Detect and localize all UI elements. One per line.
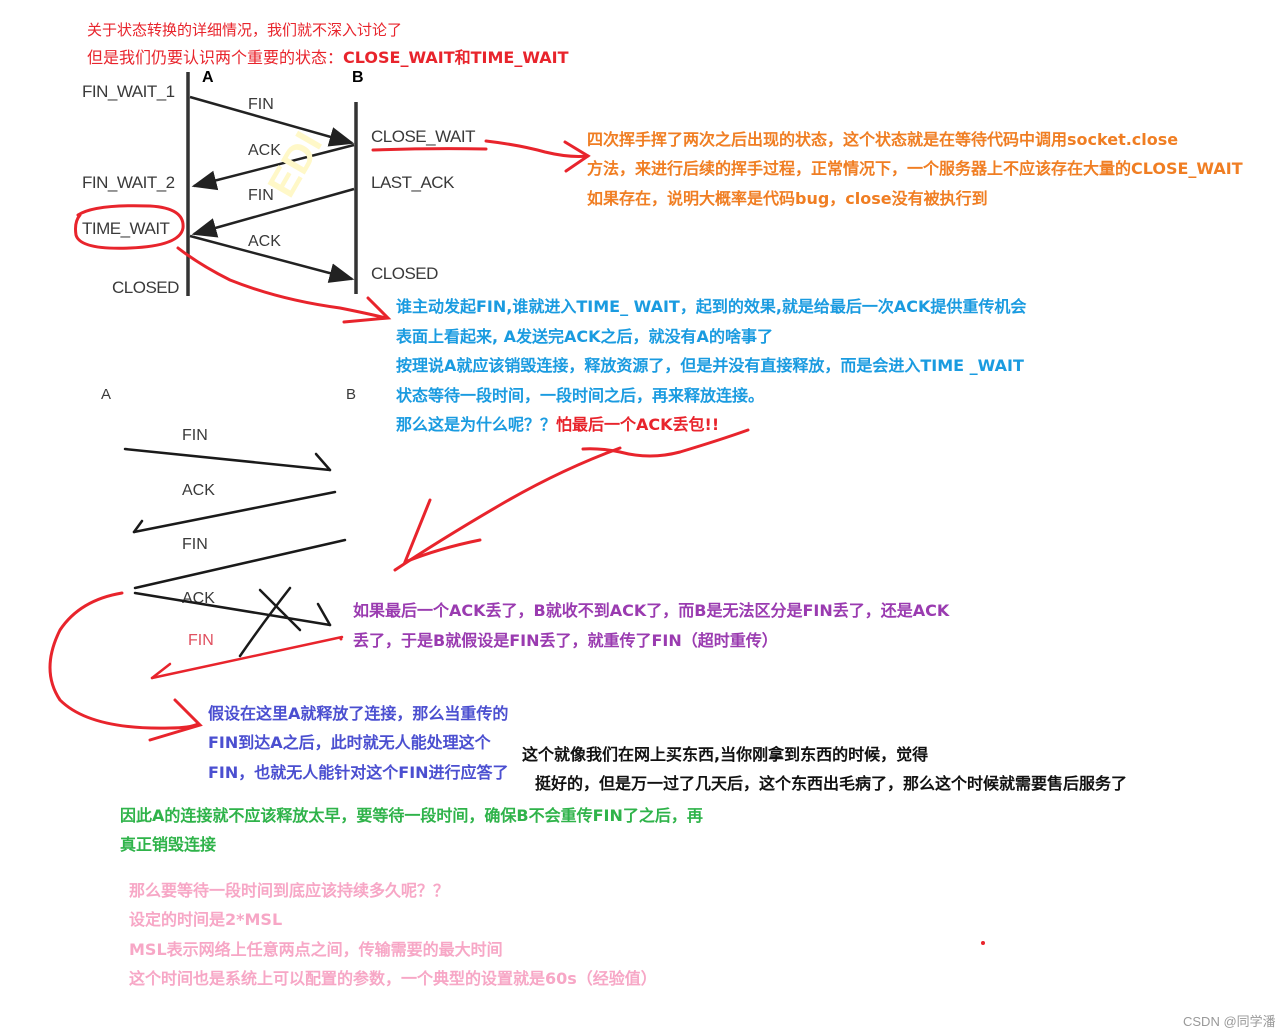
state-close-wait: CLOSE_WAIT xyxy=(371,127,475,146)
release-arrow-line xyxy=(48,591,200,730)
intro-line-1: 关于状态转换的详细情况，我们就不深入讨论了 xyxy=(87,21,403,39)
duration-note-line-1: 那么要等待一段时间到底应该持续多久呢？？ xyxy=(129,881,450,900)
arrow-fin-1 xyxy=(189,95,355,147)
intro-line-2-bold: CLOSE_WAIT和TIME_WAIT xyxy=(343,48,569,67)
msg-ack-2: ACK xyxy=(248,233,281,250)
diagram2-lines xyxy=(123,447,347,658)
close-wait-note-line-2: 方法，来进行后续的挥手过程，正常情况下，一个服务器上不应该存在大量的CLOSE_… xyxy=(587,159,1243,178)
time-wait-note-line-4: 状态等待一段时间，一段时间之后，再来释放连接。 xyxy=(396,386,765,405)
state-time-wait: TIME_WAIT xyxy=(82,219,170,238)
d2-arrow-fin-retransmit xyxy=(150,635,344,680)
state-fin-wait-2: FIN_WAIT_2 xyxy=(82,173,175,192)
release-note-line-1: 假设在这里A就释放了连接，那么当重传的 xyxy=(208,704,509,723)
d2-arrowhead-fin-retransmit xyxy=(150,662,172,680)
duration-note-line-2: 设定的时间是2*MSL xyxy=(129,910,283,929)
state-fin-wait-1: FIN_WAIT_1 xyxy=(82,82,175,101)
arrow-ack-1 xyxy=(191,143,355,191)
d2-arrow-ack-1 xyxy=(132,490,337,534)
d2-arrowhead-ack-2 xyxy=(316,602,332,627)
time-wait-note-line-2: 表面上看起来, A发送完ACK之后，就没有A的啥事了 xyxy=(396,327,773,346)
state-b-closed: CLOSED xyxy=(371,264,438,283)
answer-arrow-line xyxy=(393,446,622,572)
faint-watermark: EDI xyxy=(260,125,331,205)
close-wait-note-line-1: 四次挥手挥了两次之后出现的状态，这个状态就是在等待代码中调用socket.clo… xyxy=(587,130,1179,149)
d2-arrow-fin-1 xyxy=(123,447,332,472)
red-dot-small xyxy=(339,637,343,641)
analogy-note-line-2: 挺好的，但是万一过了几天后，这个东西出毛病了，那么这个时候就需要售后服务了 xyxy=(535,774,1128,793)
close-wait-underline xyxy=(371,147,488,152)
state-last-ack: LAST_ACK xyxy=(371,173,454,192)
conclusion-note-line-2: 真正销毁连接 xyxy=(120,835,217,854)
duration-note-line-3: MSL表示网络上任意两点之间，传输需要的最大时间 xyxy=(129,940,503,959)
diagram2-msg-fin-1: FIN xyxy=(182,427,208,444)
red-annotations xyxy=(48,139,750,742)
diagram2-retransmit xyxy=(150,635,344,680)
diagram1-host-b: B xyxy=(352,69,364,86)
diagram1-host-a: A xyxy=(202,69,214,86)
analogy-note-line-1: 这个就像我们在网上买东西,当你刚拿到东西的时候，觉得 xyxy=(522,745,929,764)
arrow-ack-2 xyxy=(189,234,355,283)
d2-arrowhead-ack-1 xyxy=(132,519,144,534)
diagram2-msg-fin-2: FIN xyxy=(182,536,208,553)
conclusion-note-line-1: 因此A的连接就不应该释放太早，要等待一段时间，确保B不会重传FIN了之后，再 xyxy=(120,806,703,825)
d2-arrowhead-fin-1 xyxy=(314,452,332,472)
time-wait-question: 那么这是为什么呢？？ xyxy=(396,415,557,434)
intro-line-2: 但是我们仍要认识两个重要的状态：CLOSE_WAIT和TIME_WAIT xyxy=(87,48,569,68)
msg-ack-1: ACK xyxy=(248,142,281,159)
release-arrowhead xyxy=(148,698,203,742)
answer-underline xyxy=(581,428,750,458)
lost-x-stroke-1 xyxy=(258,588,302,632)
time-wait-note-line-3: 按理说A就应该销毁连接，释放资源了，但是并没有直接释放，而是会进入TIME _W… xyxy=(396,356,1024,375)
close-wait-note-line-3: 如果存在，说明大概率是代码bug，close没有被执行到 xyxy=(587,189,988,208)
d2-arrow-fin-2 xyxy=(133,538,347,590)
msg-fin-1: FIN xyxy=(248,96,274,113)
arrow-fin-2 xyxy=(191,187,355,238)
diagram1-lines xyxy=(186,72,358,296)
diagram2-host-b: B xyxy=(346,386,357,403)
d2-arrow-ack-2 xyxy=(133,591,332,627)
time-wait-arrowhead xyxy=(342,296,392,324)
time-wait-note-line-1: 谁主动发起FIN,谁就进入TIME_ WAIT，起到的效果,就是给最后一次ACK… xyxy=(396,297,1027,316)
close-wait-arrowhead xyxy=(563,140,591,173)
csdn-watermark: CSDN @同学潘 xyxy=(1183,1014,1276,1029)
state-a-closed: CLOSED xyxy=(112,278,179,297)
duration-note-line-4: 这个时间也是系统上可以配置的参数，一个典型的设置就是60s（经验值） xyxy=(129,969,657,988)
lost-x-stroke-2 xyxy=(238,586,292,658)
time-wait-question-line: 那么这是为什么呢？？怕最后一个ACK丢包!! xyxy=(396,415,719,435)
red-dot xyxy=(981,941,985,945)
intro-line-2-prefix: 但是我们仍要认识两个重要的状态： xyxy=(87,48,344,67)
diagram2-host-a: A xyxy=(101,386,112,403)
time-wait-arrow-line xyxy=(176,246,388,320)
release-note-line-2: FIN到达A之后，此时就无人能处理这个 xyxy=(208,733,491,752)
diagram2-msg-ack-1: ACK xyxy=(182,482,215,499)
lost-ack-note-line-2: 丢了，于是B就假设是FIN丢了，就重传了FIN（超时重传） xyxy=(353,631,778,650)
diagram2-msg-fin-retransmit: FIN xyxy=(188,632,214,649)
answer-arrowhead xyxy=(402,498,482,565)
time-wait-circle xyxy=(74,204,185,250)
msg-fin-2: FIN xyxy=(248,187,274,204)
close-wait-arrow-line xyxy=(484,139,590,158)
lost-ack-note-line-1: 如果最后一个ACK丢了，B就收不到ACK了，而B是无法区分是FIN丢了，还是AC… xyxy=(353,601,950,620)
time-wait-answer: 怕最后一个ACK丢包!! xyxy=(556,415,720,434)
release-note-line-3: FIN，也就无人能针对这个FIN进行应答了 xyxy=(208,763,509,782)
